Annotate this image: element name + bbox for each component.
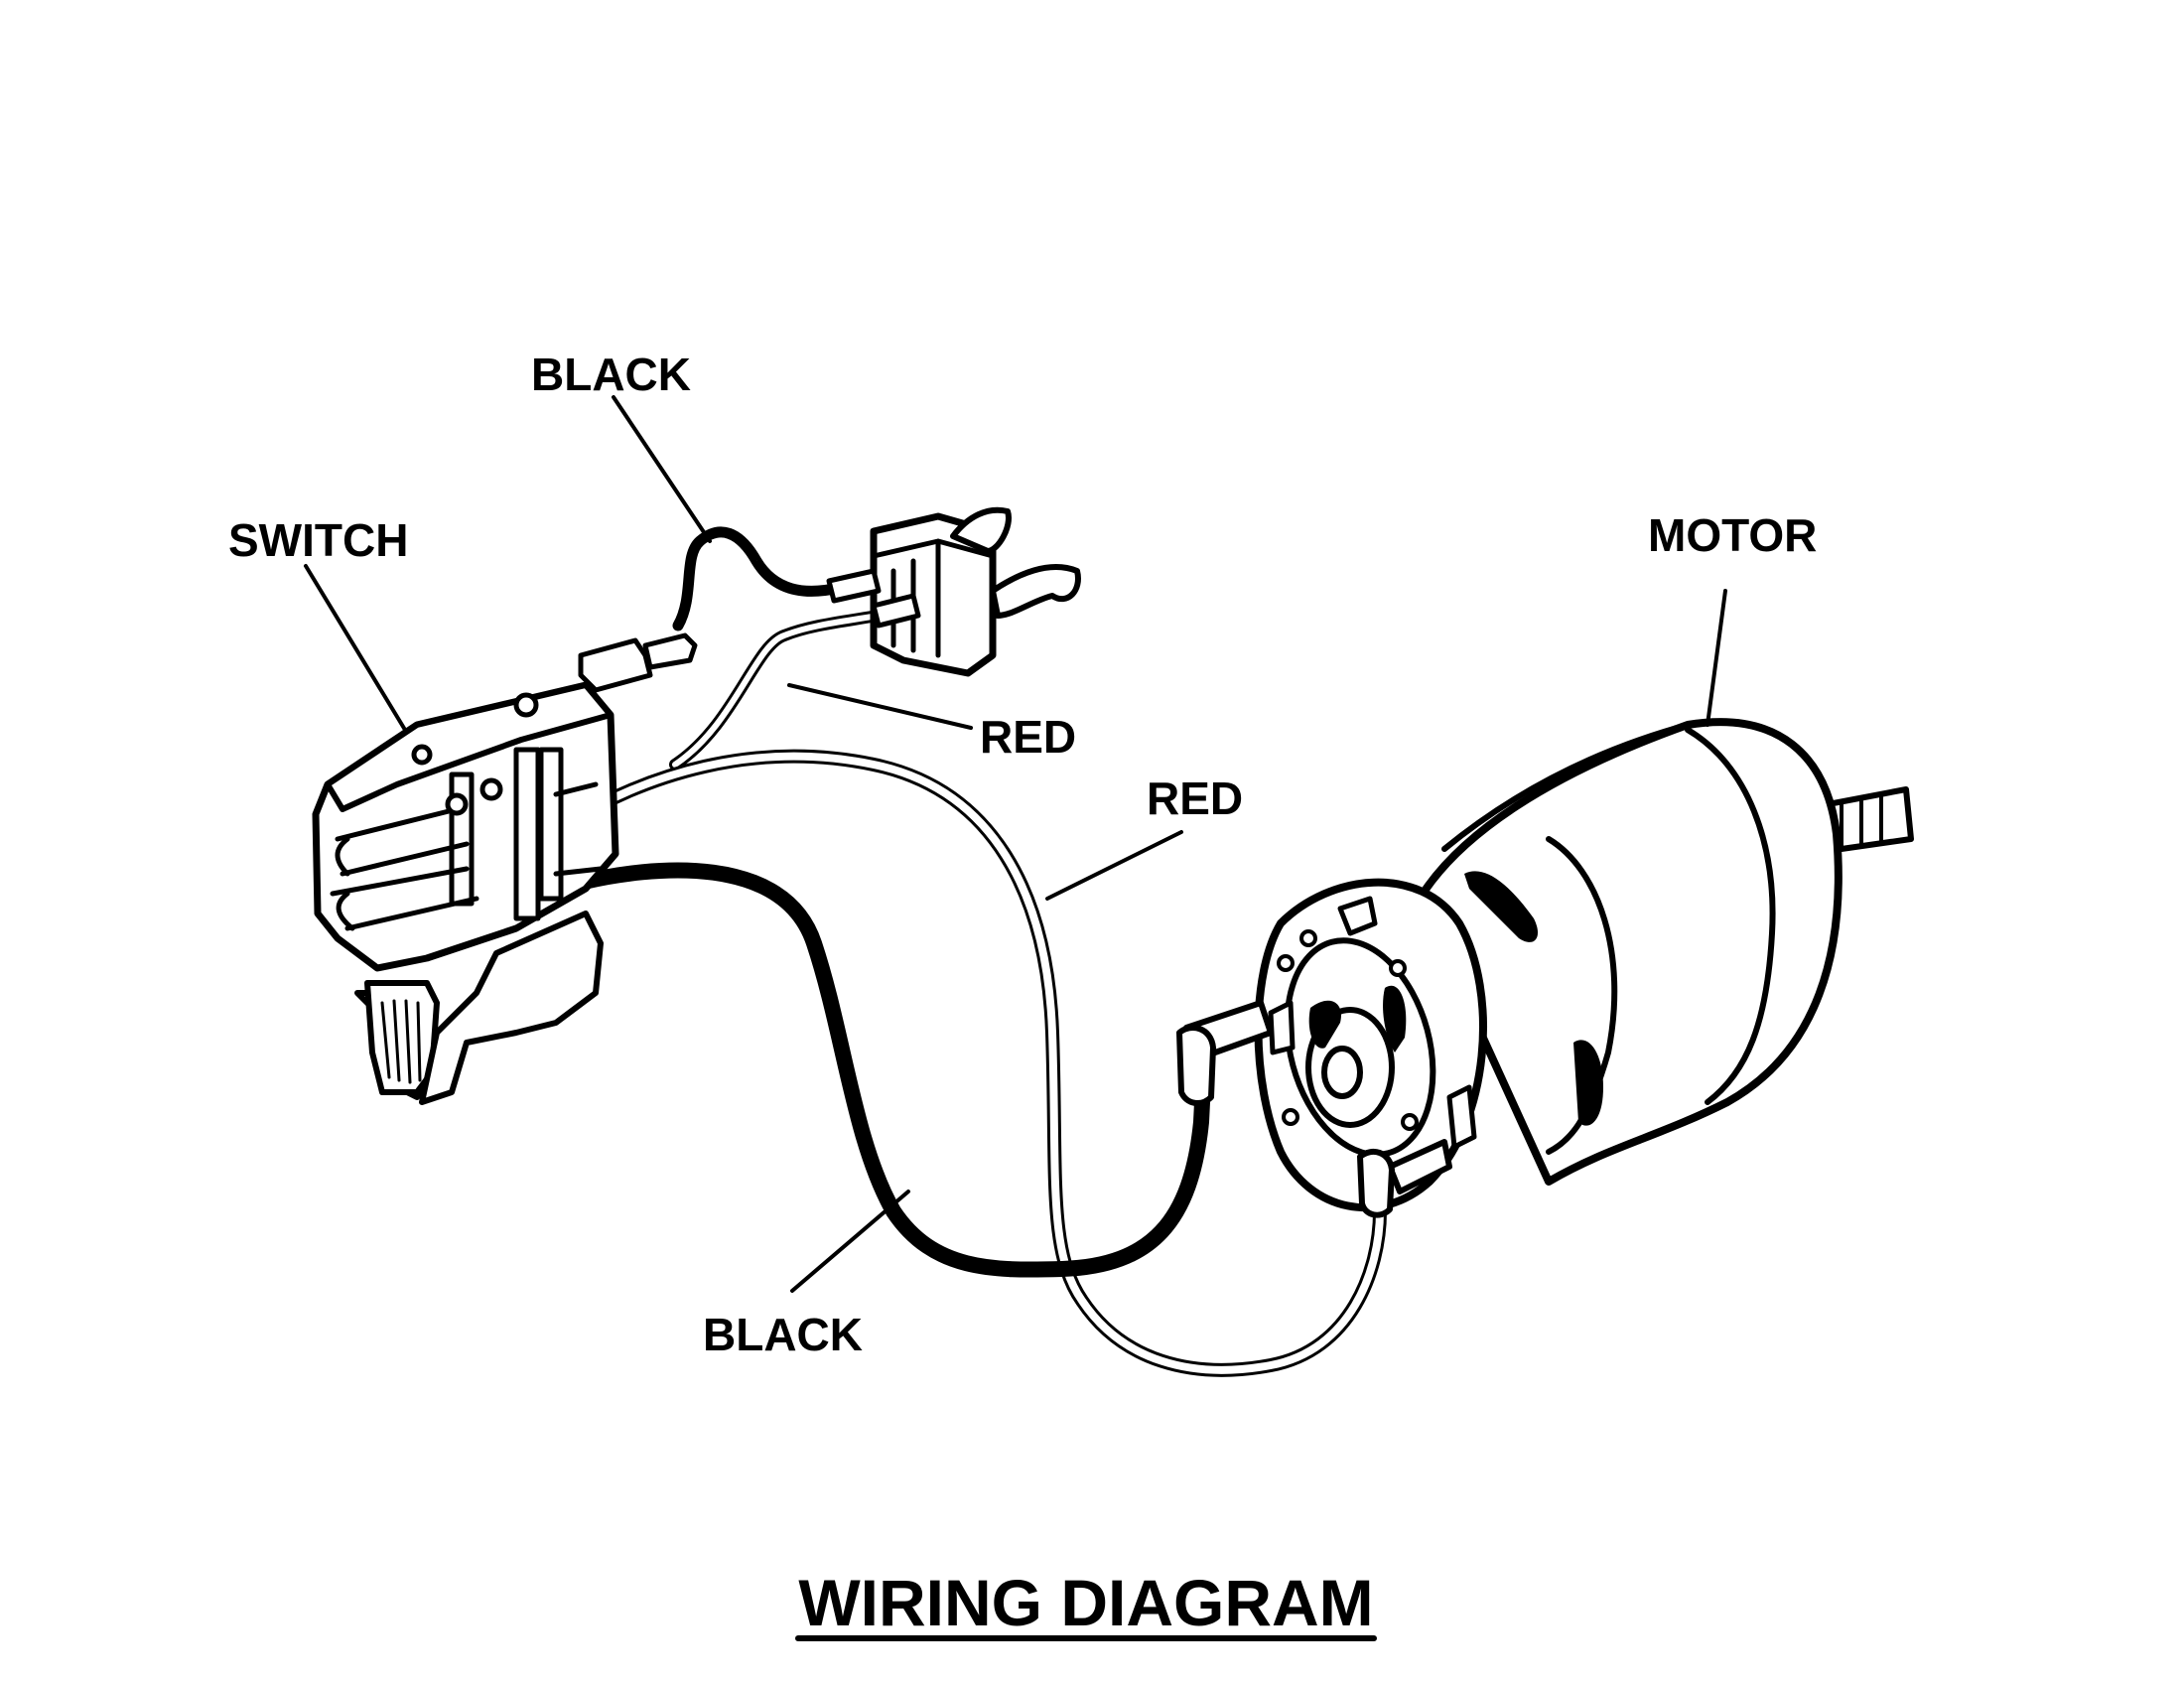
diagram-title: WIRING DIAGRAM: [798, 1566, 1373, 1639]
label-red-top: RED: [980, 711, 1076, 763]
label-switch: SWITCH: [228, 514, 408, 566]
label-red-middle: RED: [1147, 772, 1243, 824]
black-wire-switch-to-connector: [672, 526, 845, 632]
label-motor: MOTOR: [1648, 509, 1817, 561]
label-black-bottom: BLACK: [703, 1309, 863, 1360]
callout-leaders: [304, 395, 1727, 1293]
red-wire-switch-to-connector: [669, 608, 894, 771]
label-black-top: BLACK: [531, 349, 691, 400]
motor-component: [1176, 718, 1914, 1218]
battery-connector: [826, 506, 1081, 677]
red-wire-switch-to-motor: [559, 749, 1387, 1377]
switch-component: [312, 632, 698, 1105]
